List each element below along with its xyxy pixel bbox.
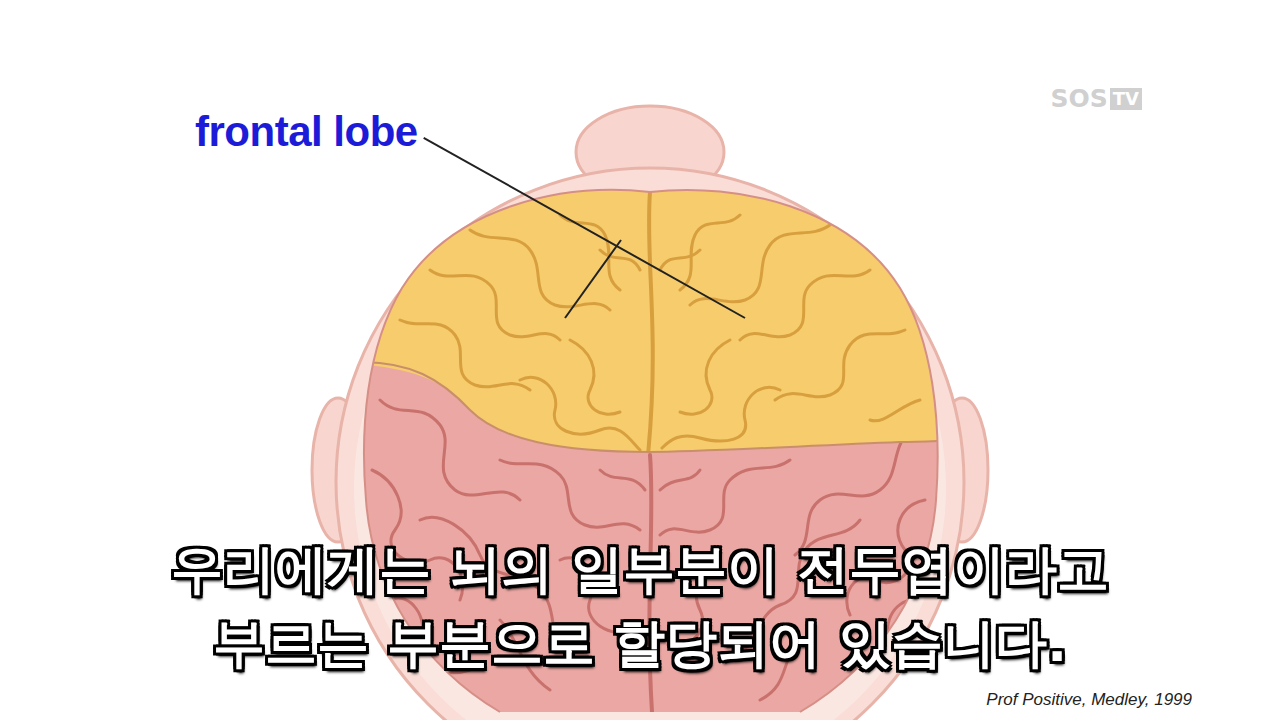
watermark-text: SOS: [1051, 84, 1108, 113]
subtitle-caption: 우리에게는 뇌의 일부분이 전두엽이라고 부르는 부분으로 할당되어 있습니다.: [135, 532, 1145, 680]
credit-note: Prof Positive, Medley, 1999: [986, 690, 1192, 710]
frontal-lobe-region: [340, 180, 1000, 460]
watermark: SOSTV: [1051, 84, 1142, 113]
leader-line: [424, 138, 745, 318]
watermark-text: TV: [1110, 88, 1142, 110]
subtitle-band: 우리에게는 뇌의 일부분이 전두엽이라고 부르는 부분으로 할당되어 있습니다.: [0, 532, 1280, 680]
leader-line: [424, 138, 745, 318]
part-label: frontal lobe: [195, 108, 418, 156]
leader-line: [565, 240, 621, 318]
